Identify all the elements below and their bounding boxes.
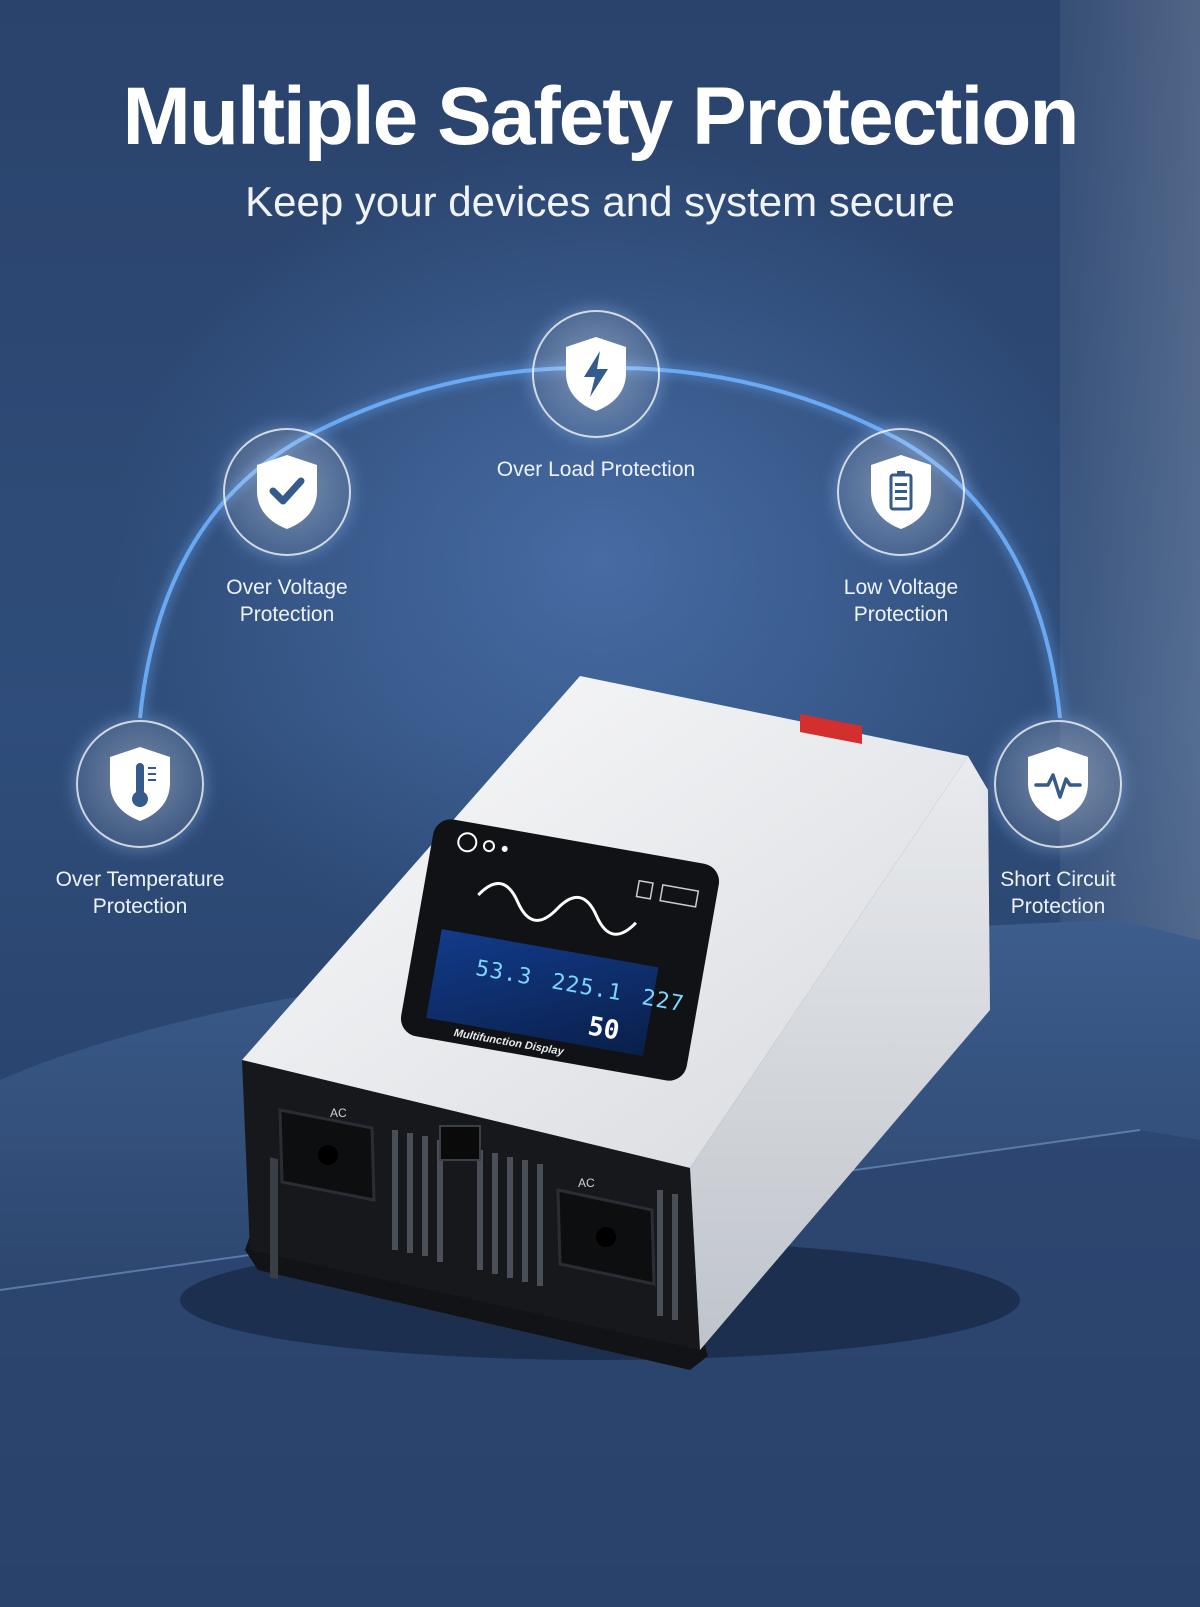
socket-label-left: AC	[330, 1106, 347, 1120]
feature-over-load: Over Load Protection	[466, 310, 726, 483]
check-shield-icon	[257, 455, 317, 529]
feature-circle	[532, 310, 660, 438]
feature-low-voltage: Low Voltage Protection	[771, 428, 1031, 628]
pulse-shield-icon	[1028, 747, 1088, 821]
feature-short-circuit: Short Circuit Protection	[928, 720, 1188, 920]
feature-over-voltage: Over Voltage Protection	[157, 428, 417, 628]
lightning-shield-icon	[566, 337, 626, 411]
socket-label-right: AC	[578, 1176, 595, 1190]
page-subtitle: Keep your devices and system secure	[245, 178, 955, 225]
feature-label: Short Circuit Protection	[1000, 868, 1116, 918]
feature-circle	[223, 428, 351, 556]
lcd-frequency: 50	[585, 1011, 622, 1047]
page-title: Multiple Safety Protection	[122, 71, 1080, 162]
feature-over-temperature: Over Temperature Protection	[10, 720, 270, 920]
feature-circle	[837, 428, 965, 556]
feature-label: Low Voltage Protection	[843, 576, 959, 626]
feature-label: Over Load Protection	[496, 458, 696, 481]
thermometer-shield-icon	[110, 747, 170, 821]
battery-shield-icon	[871, 455, 931, 529]
feature-circle	[76, 720, 204, 848]
feature-circle	[994, 720, 1122, 848]
feature-label: Over Voltage Protection	[226, 576, 348, 626]
feature-label: Over Temperature Protection	[55, 868, 225, 918]
